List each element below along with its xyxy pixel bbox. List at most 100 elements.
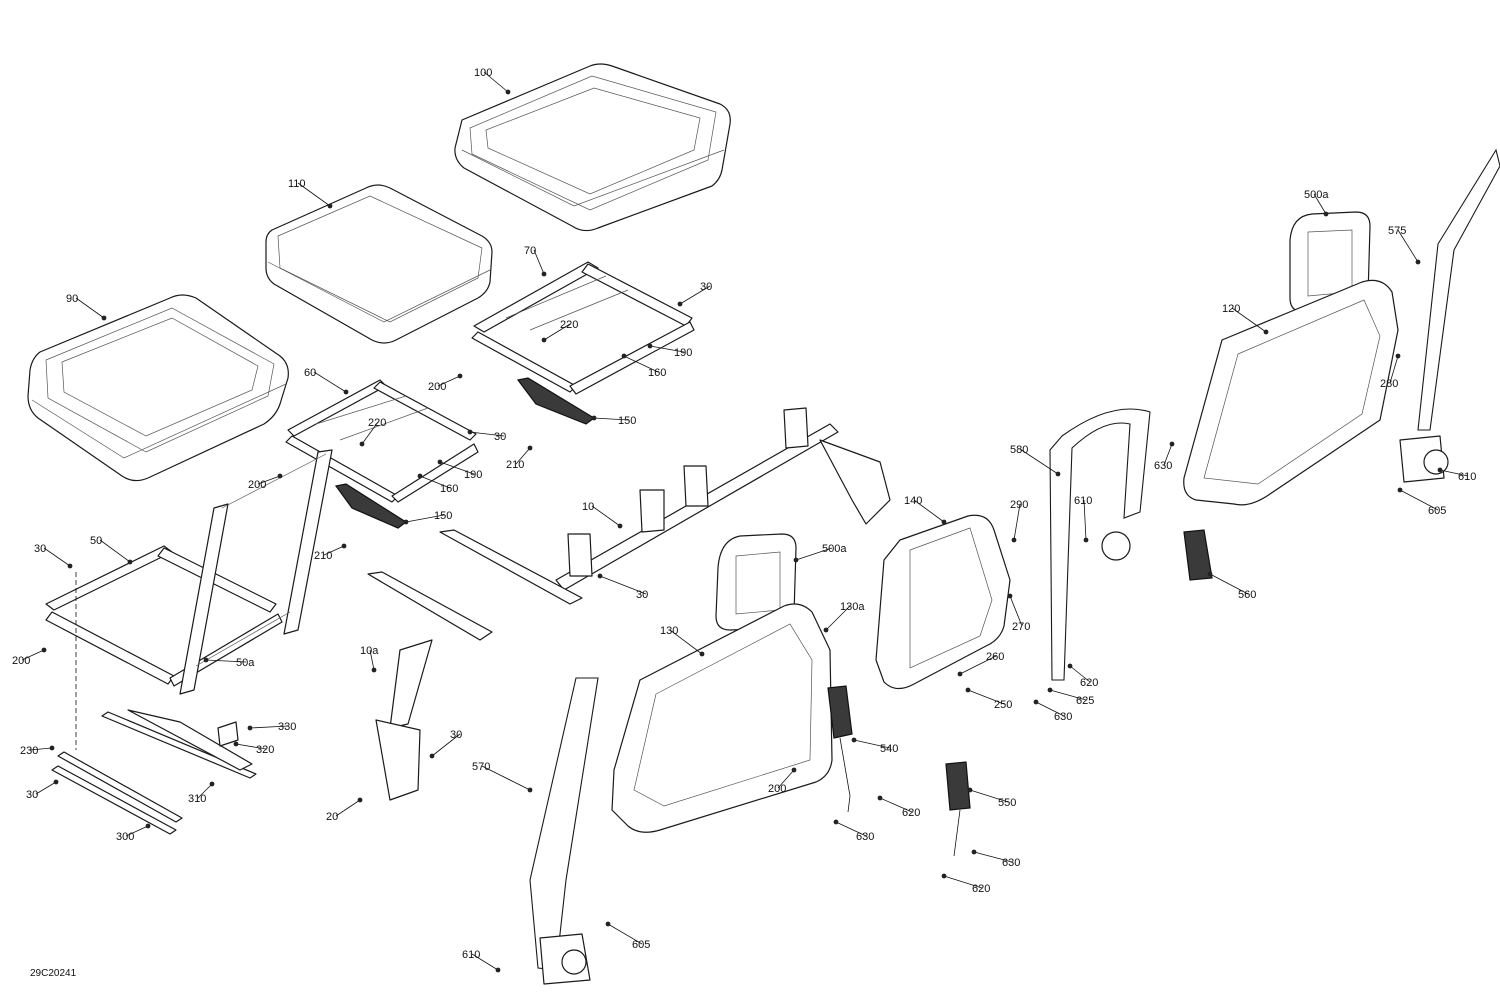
callout-270[interactable]: 270 (1007, 593, 1031, 633)
callout-580[interactable]: 580 (1010, 444, 1061, 477)
callout-30[interactable]: 30 (597, 573, 649, 601)
fastener-marker (209, 781, 215, 787)
callout-50[interactable]: 50 (90, 535, 133, 565)
callout-90[interactable]: 90 (66, 293, 107, 321)
bracket-150-lower[interactable] (334, 483, 408, 529)
callout-label: 30 (450, 729, 462, 741)
callout-320[interactable]: 320 (233, 741, 275, 756)
seat-cushion-100[interactable] (454, 63, 731, 232)
bracket-150-upper[interactable] (516, 377, 596, 425)
callout-30[interactable]: 30 (677, 281, 713, 307)
callout-625[interactable]: 625 (1047, 687, 1095, 707)
seat-frame-50[interactable] (45, 449, 333, 695)
callout-120[interactable]: 120 (1222, 303, 1269, 335)
callout-605[interactable]: 605 (605, 921, 651, 951)
callout-30[interactable]: 30 (429, 729, 463, 759)
callout-150[interactable]: 150 (591, 415, 637, 427)
callout-30[interactable]: 30 (467, 429, 507, 443)
fastener-marker (677, 301, 683, 307)
callout-290[interactable]: 290 (1010, 499, 1028, 543)
fastener-marker (1067, 663, 1073, 669)
seatbelt-575[interactable] (1399, 148, 1500, 483)
callout-100[interactable]: 100 (474, 67, 511, 95)
callout-label: 630 (1054, 711, 1072, 723)
callout-500a[interactable]: 500a (1304, 189, 1329, 217)
fastener-marker (417, 473, 423, 479)
seat-cushion-110[interactable] (265, 184, 493, 344)
callout-label: 200 (12, 655, 30, 667)
callout-140[interactable]: 140 (904, 495, 947, 525)
seatbelt-580[interactable] (1049, 408, 1151, 681)
callout-190[interactable]: 190 (647, 343, 693, 359)
fastener-marker (1055, 471, 1061, 477)
callout-610[interactable]: 610 (1074, 495, 1092, 543)
callout-620[interactable]: 620 (941, 873, 991, 895)
callout-310[interactable]: 310 (188, 781, 215, 805)
callout-200[interactable]: 200 (768, 767, 797, 795)
callout-60[interactable]: 60 (304, 367, 349, 395)
callout-620[interactable]: 620 (877, 795, 921, 819)
slide-rail-310[interactable] (101, 709, 257, 779)
callout-50a[interactable]: 50a (203, 657, 256, 669)
callout-110[interactable]: 110 (288, 178, 333, 209)
callout-220[interactable]: 220 (359, 417, 387, 447)
callout-150[interactable]: 150 (403, 510, 453, 525)
callout-330[interactable]: 330 (247, 721, 297, 733)
callout-570[interactable]: 570 (472, 761, 533, 793)
seat-frame-60[interactable] (285, 379, 479, 503)
callout-280[interactable]: 280 (1380, 353, 1401, 390)
seatbelt-570[interactable] (529, 677, 599, 985)
buckle-550[interactable] (945, 761, 971, 857)
seatback-140[interactable] (875, 514, 1011, 690)
fastener-marker (1263, 329, 1269, 335)
callout-250[interactable]: 250 (965, 687, 1013, 711)
callout-630[interactable]: 630 (833, 819, 875, 843)
seat-frame-70[interactable] (471, 261, 695, 395)
seatback-130[interactable] (611, 603, 833, 833)
callout-130[interactable]: 130 (660, 625, 705, 657)
callout-70[interactable]: 70 (524, 245, 547, 277)
buckle-560[interactable] (1183, 529, 1213, 581)
callout-leader (43, 547, 71, 567)
callout-10a[interactable]: 10a (360, 645, 379, 673)
callout-540[interactable]: 540 (851, 737, 899, 755)
buckle-540[interactable] (827, 685, 853, 813)
callout-620[interactable]: 620 (1067, 663, 1099, 689)
callout-30[interactable]: 30 (34, 543, 73, 569)
callout-260[interactable]: 260 (957, 651, 1005, 677)
callout-20[interactable]: 20 (326, 797, 363, 823)
callout-30[interactable]: 30 (26, 779, 59, 801)
callout-210[interactable]: 210 (314, 543, 347, 562)
callout-200[interactable]: 200 (428, 373, 463, 393)
callout-560[interactable]: 560 (1207, 571, 1257, 601)
callout-230[interactable]: 230 (20, 745, 55, 757)
callout-630[interactable]: 630 (1154, 441, 1175, 472)
latch-320[interactable] (217, 721, 239, 747)
callout-200[interactable]: 200 (12, 647, 47, 667)
callout-605[interactable]: 605 (1397, 487, 1447, 517)
slide-rail-300[interactable] (51, 751, 183, 835)
callout-610[interactable]: 610 (1437, 467, 1477, 483)
callout-575[interactable]: 575 (1388, 225, 1421, 265)
seat-cushion-90[interactable] (27, 294, 289, 482)
callout-610[interactable]: 610 (462, 949, 501, 973)
callout-160[interactable]: 160 (621, 353, 667, 379)
callout-220[interactable]: 220 (541, 319, 579, 343)
callout-160[interactable]: 160 (417, 473, 459, 495)
callout-130a[interactable]: 130a (823, 601, 866, 633)
callout-200[interactable]: 200 (248, 473, 283, 491)
callout-630[interactable]: 630 (971, 849, 1021, 869)
main-frame-10[interactable] (367, 407, 891, 801)
callout-630[interactable]: 630 (1033, 699, 1073, 723)
callout-210[interactable]: 210 (506, 445, 533, 471)
seatback-120[interactable] (1183, 279, 1399, 506)
callout-label: 130 (660, 625, 678, 637)
callout-10[interactable]: 10 (582, 501, 623, 529)
callout-550[interactable]: 550 (967, 787, 1017, 809)
callout-500a[interactable]: 500a (793, 543, 848, 563)
callout-label: 260 (986, 651, 1004, 663)
callout-leader (967, 689, 1005, 705)
callout-label: 620 (1080, 677, 1098, 689)
callout-190[interactable]: 190 (437, 459, 483, 481)
callout-300[interactable]: 300 (116, 823, 151, 843)
